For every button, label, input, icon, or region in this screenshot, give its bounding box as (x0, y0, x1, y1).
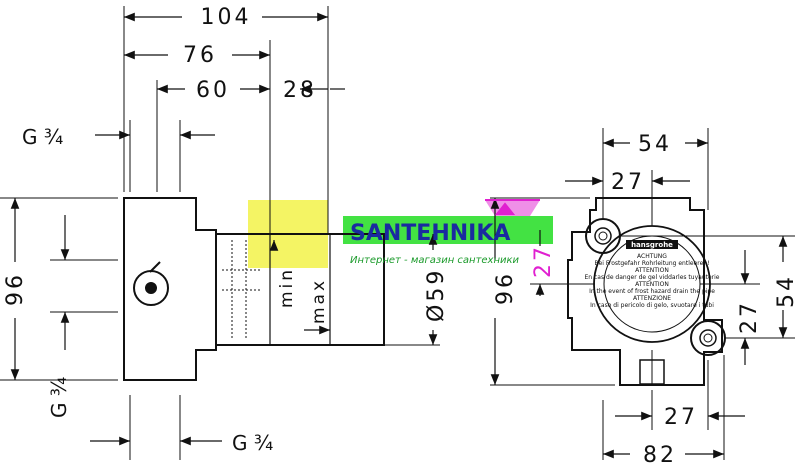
warning-label: hansgrohe ACHTUNG Bei Frostgefahr Rohrle… (585, 240, 720, 309)
watermark-title: SANTEHNIKA (350, 221, 510, 246)
watermark-subtitle: Интернет - магазин сантехники (350, 255, 520, 266)
dim-27-right: 27 (737, 300, 762, 334)
side-view (123, 197, 385, 381)
dim-28: 28 (283, 78, 317, 103)
label-line: Bei Frostgefahr Rohrleitung entleeren! (594, 260, 709, 267)
label-line: ATTENZIONE (633, 295, 671, 302)
dim-82: 82 (643, 443, 677, 468)
dim-phi59: Ø59 (424, 268, 449, 322)
dimension-lines-right (490, 138, 788, 459)
dim-96-left: 96 (3, 272, 28, 306)
label-line: ACHTUNG (637, 253, 667, 260)
label-line: ATTENTION (635, 281, 669, 288)
dim-g34-bottom: G ¾ (232, 431, 273, 455)
label-line: En cas de danger de gel viddarles tuyaut… (585, 274, 720, 281)
dimension-lines-left (10, 12, 438, 446)
watermark: SANTEHNIKA Интернет - магазин сантехники (350, 221, 520, 266)
dim-76: 76 (183, 43, 217, 68)
dim-g34-left: G ¾ (47, 377, 71, 418)
dim-max: max (309, 278, 329, 324)
dim-27-vert: 27 (531, 244, 556, 278)
dim-60: 60 (196, 78, 230, 103)
dim-g34-top: G ¾ (22, 125, 63, 149)
label-line: In caso di pericolo di gelo, svuotare i … (590, 302, 714, 309)
dim-54-top: 54 (638, 132, 672, 157)
dim-27-top: 27 (611, 170, 645, 195)
dim-104: 104 (201, 5, 252, 30)
brand-label: hansgrohe (631, 241, 673, 249)
dimension-texts: 104 76 60 28 G ¾ G ¾ G ¾ 96 min max Ø59 … (3, 5, 799, 468)
dim-27-bottom: 27 (664, 405, 698, 430)
label-line: In the event of frost hazard drain the p… (589, 288, 715, 295)
dim-96-right: 96 (493, 271, 518, 305)
highlight-arrow (485, 199, 540, 215)
dim-54-right: 54 (774, 274, 799, 308)
dim-min: min (277, 267, 297, 308)
label-line: ATTENTION (635, 267, 669, 274)
